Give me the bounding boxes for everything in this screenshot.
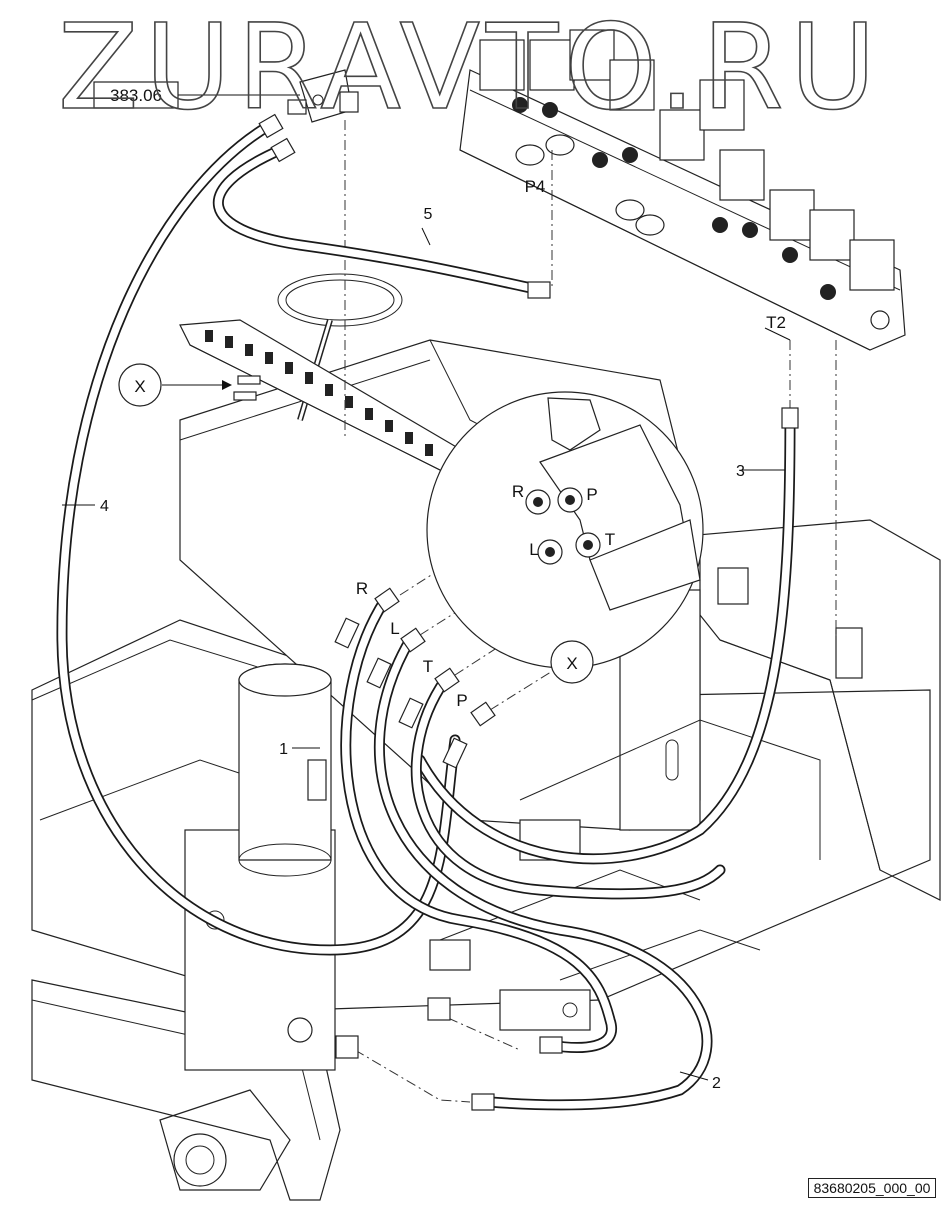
reference-callout-383-06: 383.06 xyxy=(93,81,179,109)
port-label-p4: P4 xyxy=(525,177,546,196)
reference-part-label: 383.06 xyxy=(110,86,162,105)
callout-4: 4 xyxy=(100,498,109,515)
callout-3: 3 xyxy=(736,463,745,480)
hose-3 xyxy=(414,414,796,865)
valve-manifold xyxy=(459,29,906,351)
drawing-number: 83680205_000_00 xyxy=(808,1178,936,1198)
hose-5 xyxy=(212,144,546,296)
hose-1 xyxy=(340,594,617,1053)
detail-port-t: T xyxy=(605,530,615,549)
watermark-text: ZURAVTO.RU xyxy=(58,0,882,136)
detail-port-p: P xyxy=(586,485,597,504)
port-label-r: R xyxy=(356,579,368,598)
part-383-06-block xyxy=(287,69,359,123)
callout-5: 5 xyxy=(424,206,433,223)
port-label-t2: T2 xyxy=(766,313,786,332)
port-label-t: T xyxy=(423,657,433,676)
detail-view-x xyxy=(426,391,704,669)
hose-2 xyxy=(374,634,713,1111)
view-marker-x xyxy=(118,363,232,407)
hose-fittings xyxy=(258,113,799,1111)
hose-t xyxy=(410,674,726,900)
rotary-joint-1 xyxy=(238,663,332,877)
detail-label-x-circle xyxy=(550,640,594,684)
leader-lines xyxy=(62,94,791,1081)
view-marker-x-label: X xyxy=(134,377,145,396)
callout-2: 2 xyxy=(712,1075,721,1092)
detail-port-l: L xyxy=(529,540,538,559)
detail-port-r: R xyxy=(512,482,524,501)
port-label-l: L xyxy=(390,619,399,638)
detail-label-x: X xyxy=(566,654,577,673)
port-label-p: P xyxy=(456,691,467,710)
callout-1: 1 xyxy=(279,741,288,758)
